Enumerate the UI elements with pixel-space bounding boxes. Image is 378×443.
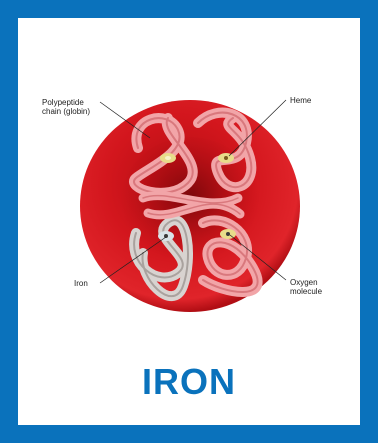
label-oxygen-molecule: Oxygen molecule	[290, 278, 332, 296]
label-heme: Heme	[290, 96, 311, 105]
diagram-canvas: Polypeptide chain (globin) Heme Iron Oxy…	[18, 18, 360, 425]
label-polypeptide-chain: Polypeptide chain (globin)	[42, 98, 102, 116]
heme-group-bottom-left	[158, 231, 174, 241]
heme-group-top-right	[218, 153, 234, 163]
heme-group-top-left	[160, 153, 176, 163]
page-title: IRON	[18, 361, 360, 403]
label-iron: Iron	[74, 279, 88, 288]
